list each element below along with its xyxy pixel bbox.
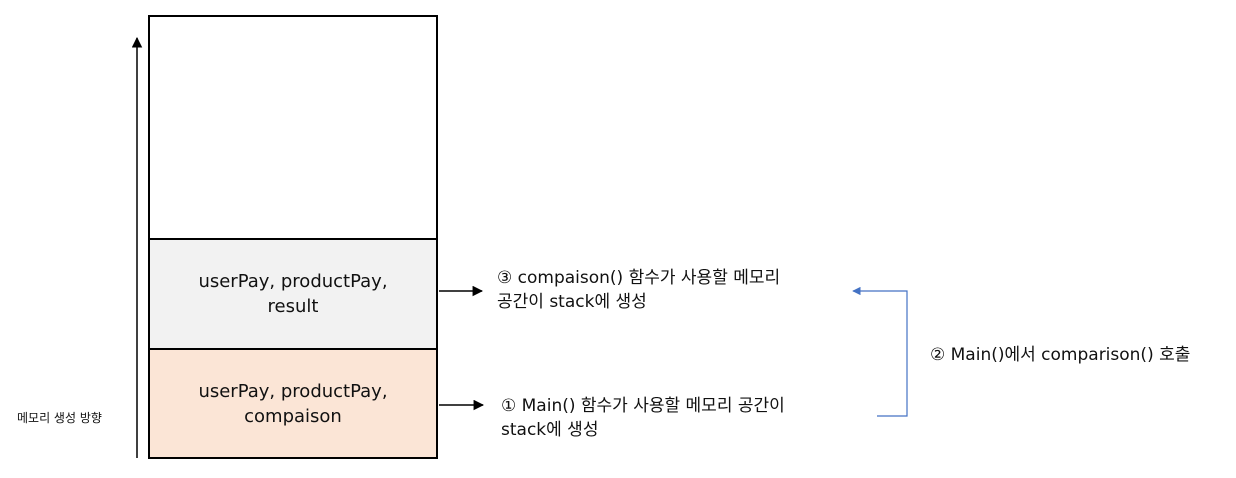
step3-line1: ③ compaison() 함수가 사용할 메모리 <box>497 268 781 288</box>
stack-free-space <box>150 17 436 240</box>
memory-direction-label: 메모리 생성 방향 <box>17 411 102 425</box>
step2-description: ② Main()에서 comparison() 호출 <box>930 343 1190 367</box>
frame-main-line2: compaison <box>244 405 342 427</box>
step3-description: ③ compaison() 함수가 사용할 메모리 공간이 stack에 생성 <box>497 266 780 314</box>
step1-line2: stack에 생성 <box>501 420 599 440</box>
stack-frame-main: userPay, productPay, compaison <box>150 350 436 457</box>
step3-line2: 공간이 stack에 생성 <box>497 292 647 312</box>
step1-description: ① Main() 함수가 사용할 메모리 공간이 stack에 생성 <box>501 394 785 442</box>
frame-compaison-line1: userPay, productPay, <box>198 271 388 292</box>
frame-main-line1: userPay, productPay, <box>198 380 388 402</box>
stack-frame-compaison: userPay, productPay, result <box>150 240 436 350</box>
frame-compaison-line2: result <box>267 296 319 317</box>
step2-line1: ② Main()에서 comparison() 호출 <box>930 345 1191 365</box>
step1-line1: ① Main() 함수가 사용할 메모리 공간이 <box>501 396 785 416</box>
memory-stack: userPay, productPay, result userPay, pro… <box>148 15 438 459</box>
call-connector-arrow <box>852 286 908 417</box>
